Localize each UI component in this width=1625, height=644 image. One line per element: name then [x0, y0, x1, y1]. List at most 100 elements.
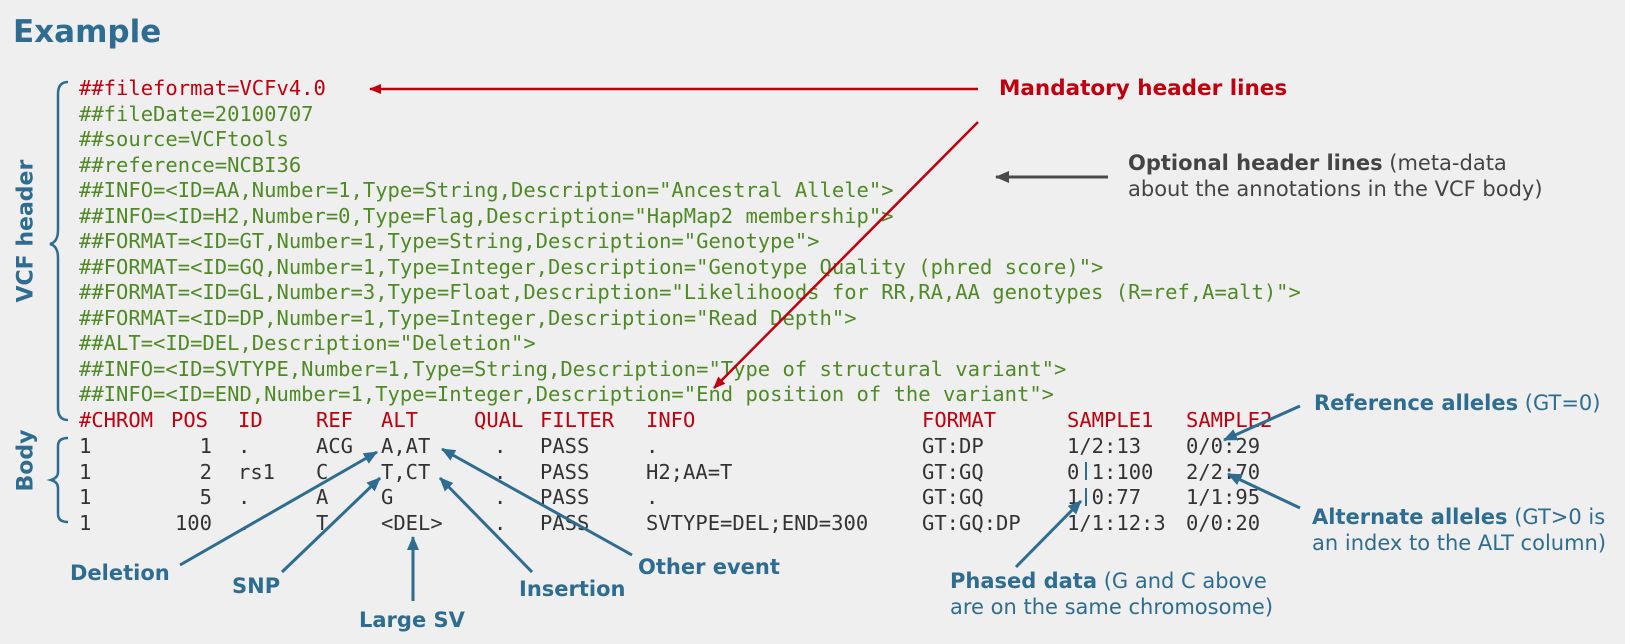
- phased-data-line2: are on the same chromosome): [950, 595, 1274, 619]
- optional-header-callout-note: (meta-data: [1382, 151, 1507, 175]
- column-header: SAMPLE2: [1186, 408, 1273, 432]
- table-cell: A,AT: [381, 434, 431, 458]
- reference-alleles-title: Reference alleles: [1314, 391, 1519, 415]
- table-cell: PASS: [540, 459, 590, 484]
- table-cell: PASS: [540, 434, 590, 458]
- column-header-row: #CHROM POS ID REF ALT QUAL FILTER INFO FORMAT SAM…: [0, 408, 1625, 434]
- column-header: SAMPLE1: [1067, 408, 1154, 432]
- header-line: ##fileDate=20100707: [79, 101, 314, 126]
- table-cell: .: [646, 434, 659, 458]
- table-cell: .: [238, 485, 251, 509]
- table-cell: H2;AA=T: [646, 459, 733, 484]
- reference-alleles-note: (GT=0): [1518, 391, 1601, 415]
- table-cell: 1/1:95: [1186, 485, 1261, 509]
- header-line: ##FORMAT=<ID=GQ,Number=1,Type=Integer,De…: [79, 254, 1104, 279]
- vcf-header-lines: ##fileformat=VCFv4.0##fileDate=20100707#…: [79, 76, 1301, 408]
- header-line: ##INFO=<ID=AA,Number=1,Type=String,Descr…: [79, 178, 894, 202]
- other-event-callout: Other event: [638, 554, 780, 580]
- alternate-alleles-note: (GT>0 is: [1507, 505, 1606, 529]
- table-cell: .: [238, 434, 251, 458]
- deletion-label: Deletion: [70, 561, 170, 585]
- column-header: FILTER: [540, 408, 615, 432]
- table-cell: 1/2:13: [1067, 434, 1142, 458]
- column-header: #CHROM: [79, 408, 154, 432]
- table-cell: PASS: [540, 510, 590, 535]
- table-cell: .: [494, 510, 507, 535]
- table-cell: .: [494, 434, 507, 458]
- column-header: FORMAT: [922, 408, 997, 432]
- header-line: ##source=VCFtools: [79, 127, 289, 151]
- optional-header-callout: Optional header lines (meta-data about t…: [1128, 150, 1543, 202]
- table-cell: .: [494, 485, 507, 509]
- table-cell: A: [316, 485, 329, 509]
- table-cell: 2/2:70: [1186, 459, 1261, 484]
- header-line: ##FORMAT=<ID=GL,Number=3,Type=Float,Desc…: [79, 280, 1301, 304]
- table-cell: 1 0:77: [1067, 485, 1142, 509]
- reference-alleles-callout: Reference alleles (GT=0): [1314, 390, 1600, 416]
- snp-callout: SNP: [232, 573, 280, 599]
- header-line: ##FORMAT=<ID=GT,Number=1,Type=String,Des…: [79, 229, 820, 253]
- deletion-callout: Deletion: [70, 560, 170, 586]
- vcf-header-brace: [49, 80, 69, 422]
- column-header: REF: [316, 408, 354, 432]
- large-sv-callout: Large SV: [359, 607, 465, 633]
- table-cell: rs1: [238, 459, 276, 484]
- mandatory-header-callout: Mandatory header lines: [999, 76, 1288, 101]
- column-header: ALT: [381, 408, 419, 432]
- table-cell: 1/1:12:3: [1067, 510, 1166, 535]
- phased-data-title: Phased data: [950, 569, 1098, 593]
- table-cell: 2: [199, 459, 212, 484]
- table-cell: 1: [79, 510, 92, 535]
- table-cell: 1: [79, 459, 92, 484]
- header-line: ##INFO=<ID=SVTYPE,Number=1,Type=String,D…: [79, 356, 1067, 381]
- alternate-alleles-callout: Alternate alleles (GT>0 is an index to t…: [1312, 504, 1606, 556]
- table-cell: .: [238, 510, 251, 535]
- column-header: POS: [171, 408, 209, 432]
- table-cell: 0 1:100: [1067, 459, 1154, 484]
- insertion-label: Insertion: [519, 577, 626, 601]
- insertion-callout: Insertion: [519, 576, 625, 602]
- snp-label: SNP: [232, 574, 281, 598]
- header-line: ##ALT=<ID=DEL,Description="Deletion">: [79, 331, 536, 355]
- vcf-header-label: VCF header: [13, 159, 39, 303]
- table-cell: 0/0:20: [1186, 510, 1261, 535]
- optional-header-callout-title: Optional header lines: [1128, 151, 1383, 175]
- table-cell: ACG: [316, 434, 354, 458]
- table-cell: 1: [79, 485, 92, 509]
- table-cell: 100: [174, 510, 212, 535]
- other-event-label: Other event: [638, 555, 780, 579]
- table-cell: GT:GQ: [922, 485, 984, 509]
- table-cell: PASS: [540, 485, 590, 509]
- column-header: ID: [238, 408, 263, 432]
- table-cell: GT:GQ: [922, 459, 984, 484]
- table-cell: 0/0:29: [1186, 434, 1261, 458]
- column-header: INFO: [646, 408, 696, 432]
- table-cell: C: [316, 459, 329, 484]
- header-line: ##INFO=<ID=END,Number=1,Type=Integer,Des…: [79, 382, 1055, 406]
- phased-bar-1: [1085, 462, 1087, 480]
- table-cell: SVTYPE=DEL;END=300: [646, 510, 869, 535]
- table-cell: G: [381, 485, 394, 509]
- table-cell: <DEL>: [381, 510, 443, 535]
- table-cell: 1: [79, 434, 92, 458]
- header-line: ##INFO=<ID=H2,Number=0,Type=Flag,Descrip…: [79, 203, 894, 228]
- table-cell: GT:GQ:DP: [922, 510, 1021, 535]
- table-cell: 1: [199, 434, 212, 458]
- table-cell: T,CT: [381, 459, 431, 484]
- header-line: ##fileformat=VCFv4.0: [79, 76, 326, 100]
- alternate-alleles-line2: an index to the ALT column): [1312, 531, 1607, 555]
- table-cell: T: [316, 510, 329, 535]
- column-header: QUAL: [474, 408, 524, 432]
- phased-bar-2: [1085, 488, 1087, 506]
- table-cell: .: [494, 459, 507, 484]
- optional-header-callout-line2: about the annotations in the VCF body): [1128, 177, 1543, 201]
- large-sv-label: Large SV: [359, 608, 465, 632]
- table-row: 1 1. ACG A,AT. PASS. GT:DP 1/2:13 0/0:29: [0, 434, 1625, 460]
- table-cell: 5: [199, 485, 212, 509]
- phased-data-note: (G and C above: [1097, 569, 1267, 593]
- table-cell: GT:DP: [922, 434, 984, 458]
- header-line: ##FORMAT=<ID=DP,Number=1,Type=Integer,De…: [79, 305, 857, 330]
- page-title: Example: [13, 14, 162, 50]
- table-cell: .: [646, 485, 659, 509]
- alternate-alleles-title: Alternate alleles: [1312, 505, 1508, 529]
